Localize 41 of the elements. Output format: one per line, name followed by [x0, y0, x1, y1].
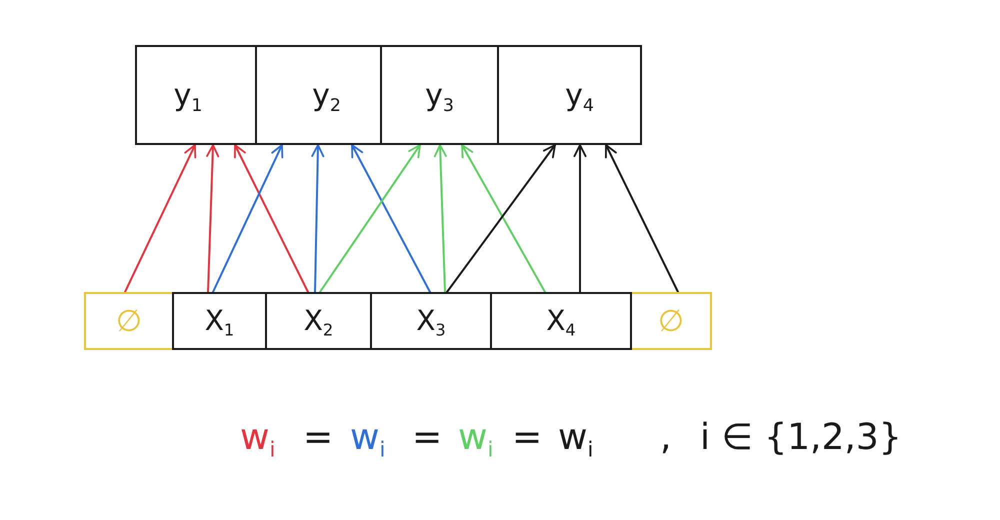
arrow: [212, 144, 284, 293]
padding-cell: [84, 292, 174, 350]
equals-sign: =: [412, 418, 442, 458]
arrow: [234, 144, 309, 293]
weight-term: w$_{i}$: [458, 418, 494, 458]
arrow: [446, 144, 556, 293]
arrow: [124, 144, 196, 293]
index-set: i ∈ {1,2,3}: [700, 418, 902, 458]
arrow: [461, 144, 546, 293]
input-cell: [370, 292, 492, 350]
weight-term: w$_{i}$: [350, 418, 386, 458]
padding-cell: [630, 292, 712, 350]
arrow: [574, 144, 586, 293]
arrow: [311, 144, 324, 293]
padding-label: ∅: [116, 304, 142, 338]
equals-sign: =: [512, 418, 542, 458]
arrow: [351, 144, 431, 293]
equals-sign: =: [303, 418, 334, 458]
weight-term: w$_{i}$: [240, 418, 276, 458]
weight-term: w$_{i}$: [558, 418, 594, 458]
output-cell: [255, 45, 382, 145]
output-cell: [380, 45, 499, 145]
output-label: y$_{4}$: [565, 78, 594, 112]
input-label: X$_{3}$: [416, 306, 446, 336]
arrow: [604, 144, 679, 293]
input-cell: [265, 292, 372, 350]
output-label: y$_{3}$: [425, 78, 454, 112]
input-cell: [490, 292, 632, 350]
output-cell: [135, 45, 257, 145]
arrow: [319, 144, 421, 293]
input-label: X$_{4}$: [546, 306, 576, 336]
output-cell: [497, 45, 642, 145]
output-label: y$_{1}$: [174, 78, 202, 112]
arrow: [206, 144, 220, 293]
comma: ,: [660, 418, 672, 458]
input-label: X$_{1}$: [204, 306, 234, 336]
arrow: [434, 144, 447, 293]
input-cell: [172, 292, 267, 350]
padding-label: ∅: [658, 304, 684, 338]
input-label: X$_{2}$: [304, 306, 334, 336]
output-label: y$_{2}$: [312, 78, 341, 112]
